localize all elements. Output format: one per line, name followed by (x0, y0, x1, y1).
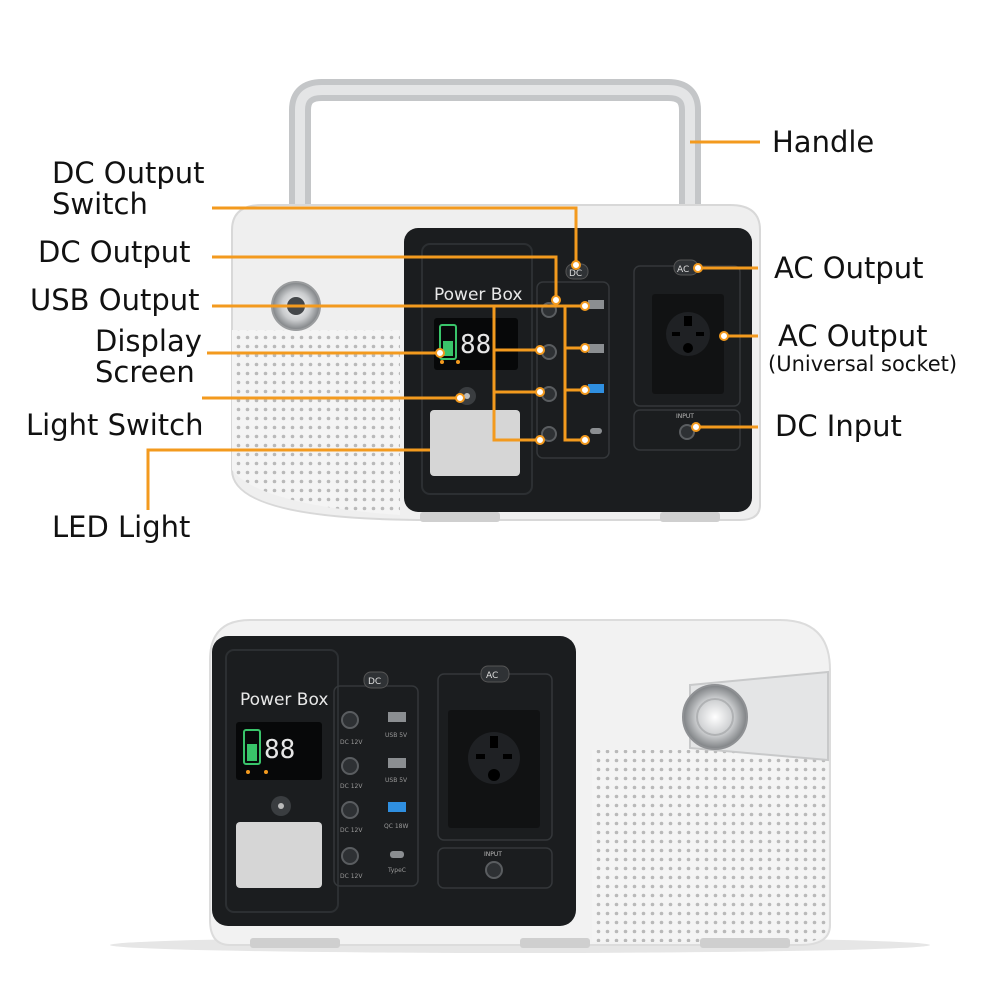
svg-text:TypeC: TypeC (387, 867, 406, 874)
svg-text:Power Box: Power Box (240, 690, 328, 710)
label-dc-output: DC Output (38, 235, 191, 269)
svg-text:QC 18W: QC 18W (384, 823, 408, 830)
label-dc-output-switch-line1: DC Output (52, 156, 205, 190)
svg-text:USB 5V: USB 5V (385, 732, 408, 739)
svg-text:DC 12V: DC 12V (340, 783, 363, 790)
usb-port-icon (588, 344, 604, 353)
dc-port-icon (541, 426, 557, 442)
typec-port-icon (590, 428, 602, 434)
dc-input-port-icon (679, 424, 695, 440)
label-ac-output: AC Output (774, 251, 924, 285)
svg-text:88: 88 (264, 735, 295, 765)
brand-text: Power Box (434, 285, 522, 305)
bottom-device: Power Box 88 DC DC 12V DC 12V DC 12V DC … (110, 619, 930, 953)
label-ac-socket-line1: AC Output (778, 319, 928, 353)
svg-text:DC 12V: DC 12V (340, 827, 363, 834)
svg-text:DC: DC (569, 269, 582, 279)
label-light-switch: Light Switch (26, 408, 204, 442)
top-device: Power Box 88 DC AC (231, 79, 761, 522)
svg-text:AC: AC (677, 265, 689, 275)
label-display-line1: Display (95, 324, 202, 358)
label-handle: Handle (772, 125, 875, 159)
usb-port-icon (588, 300, 604, 309)
qc-port-icon (588, 384, 604, 393)
label-ac-socket-line2: (Universal socket) (768, 352, 958, 376)
svg-text:INPUT: INPUT (484, 851, 502, 858)
label-led-light: LED Light (52, 510, 191, 544)
svg-text:AC: AC (486, 671, 498, 681)
label-display-line2: Screen (95, 355, 195, 389)
svg-text:DC: DC (368, 677, 381, 687)
svg-text:DC 12V: DC 12V (340, 739, 363, 746)
label-usb-output: USB Output (30, 283, 200, 317)
callout-lines (146, 140, 760, 510)
svg-text:INPUT: INPUT (676, 413, 694, 420)
label-dc-output-switch-line2: Switch (52, 187, 148, 221)
label-dc-input: DC Input (775, 409, 902, 443)
led-light-panel (430, 410, 520, 476)
svg-text:DC 12V: DC 12V (340, 873, 363, 880)
handle-knob-icon (682, 684, 748, 750)
svg-text:88: 88 (460, 330, 491, 360)
svg-text:USB 5V: USB 5V (385, 777, 408, 784)
